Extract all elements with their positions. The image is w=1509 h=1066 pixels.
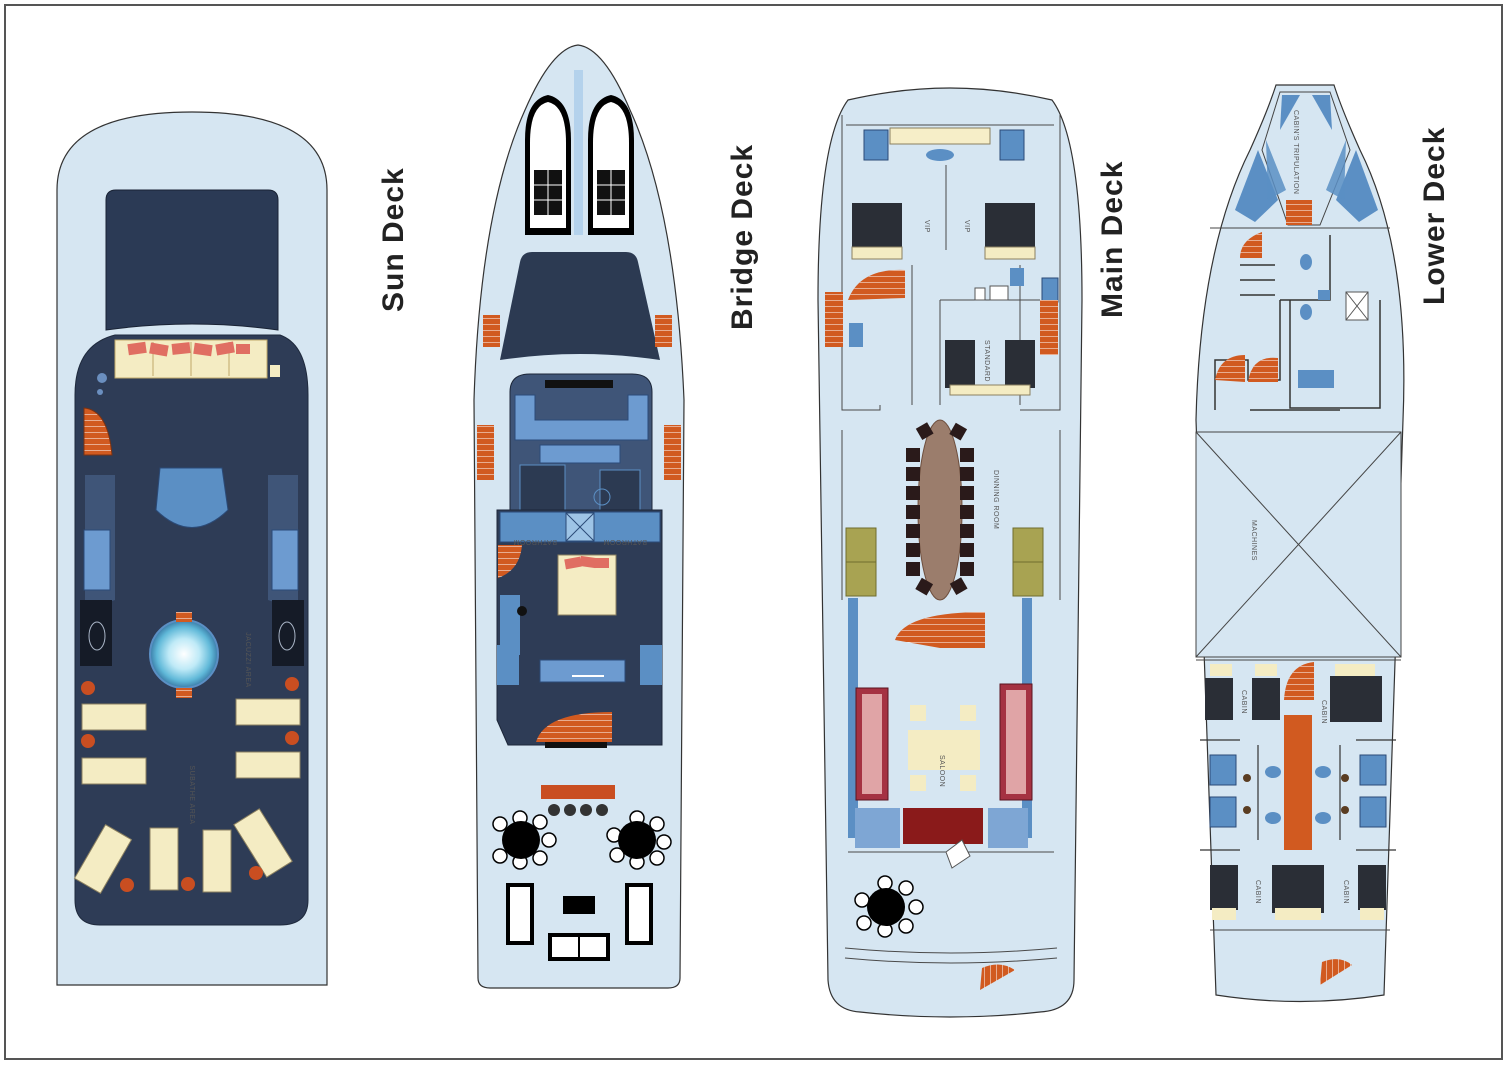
sun-deck: JACUZZI AREA SUBATHE AREA — [56, 111, 328, 986]
sun-deck-title: Sun Deck — [377, 167, 410, 312]
sun-deck-stairs — [83, 407, 113, 456]
tender-port — [525, 95, 571, 235]
standard-label: STANDARD — [983, 340, 990, 382]
jacuzzi-area-label: JACUZZI AREA — [244, 632, 251, 687]
cabin-label-4: CABIN — [1342, 880, 1349, 904]
crew-cabins-label: CABIN'S TRIPULATION — [1292, 110, 1299, 194]
bridge-forward-sunpad — [500, 252, 660, 360]
bathroom-label-2: BATHROOM — [603, 538, 647, 545]
sunbathe-area-label: SUBATHE AREA — [188, 765, 195, 824]
dining-room-label: DINNING ROOM — [992, 470, 999, 529]
vip-label-starboard: VIP — [963, 220, 970, 233]
sun-deck-bimini — [105, 189, 279, 331]
machines-label: MACHINES — [1250, 520, 1257, 561]
bridge-deck-title: Bridge Deck — [726, 144, 759, 330]
sun-deck-table — [155, 467, 229, 528]
sunbeds — [73, 698, 301, 895]
bridge-deck: BATHROOM BATHROOM — [473, 44, 685, 989]
main-deck-title: Main Deck — [1096, 161, 1129, 318]
bar-counter — [903, 808, 983, 844]
jacuzzi — [149, 619, 219, 689]
table-starboard — [606, 810, 672, 870]
cabin-label-2: CABIN — [1320, 700, 1327, 724]
vip-label-port: VIP — [923, 220, 930, 233]
aft-table — [854, 875, 924, 938]
vip-bed-port — [852, 203, 902, 249]
bathroom-label-1: BATHROOM — [513, 538, 557, 545]
dining-table — [917, 419, 963, 601]
lower-deck: CABIN'S TRIPULATION MACHINES — [1195, 84, 1405, 1003]
cushions — [127, 341, 250, 357]
main-deck: VIP VIP STANDARD DI — [817, 87, 1083, 1018]
vip-bed-starboard — [985, 203, 1035, 249]
lower-corridor — [1284, 715, 1312, 850]
lower-deck-title: Lower Deck — [1418, 127, 1451, 305]
cabin-label-3: CABIN — [1254, 880, 1261, 904]
saloon-label: SALOON — [938, 755, 945, 787]
tender-starboard — [588, 95, 634, 235]
cabin-label-1: CABIN — [1240, 690, 1247, 714]
table-port — [492, 810, 557, 870]
